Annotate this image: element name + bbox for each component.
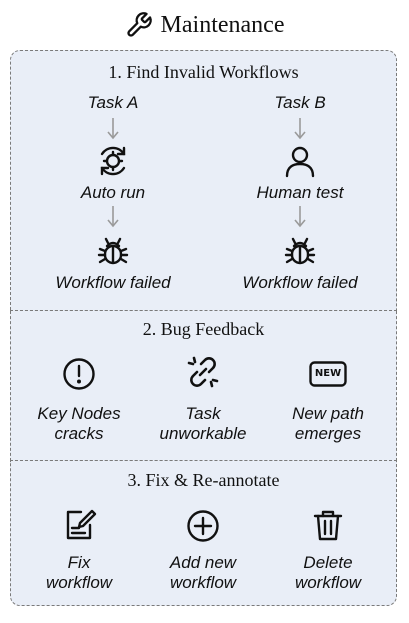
section3-heading: 3. Fix & Re-annotate bbox=[127, 470, 280, 490]
section-find-invalid-workflows: 1. Find Invalid Workflows bbox=[10, 50, 397, 311]
arrow-down-icon bbox=[294, 206, 306, 228]
add-workflow-line2: workflow bbox=[169, 573, 237, 592]
fix-workflow-line1: Fix bbox=[67, 553, 91, 572]
delete-workflow-line1: Delete bbox=[303, 553, 353, 572]
feedback-task-line1: Task bbox=[185, 404, 221, 423]
edit-document-icon bbox=[66, 509, 97, 540]
divider bbox=[10, 460, 397, 461]
wrench-icon bbox=[126, 12, 152, 37]
section1-heading: 1. Find Invalid Workflows bbox=[108, 62, 299, 82]
fix-workflow-line2: workflow bbox=[45, 573, 113, 592]
title-text: Maintenance bbox=[160, 11, 285, 38]
section2-heading: 2. Bug Feedback bbox=[142, 319, 265, 339]
feedback-key-nodes-line1: Key Nodes bbox=[37, 404, 121, 423]
diagram-title: Maintenance bbox=[0, 8, 409, 42]
person-icon bbox=[285, 146, 315, 178]
add-workflow-line1: Add new bbox=[169, 553, 237, 572]
arrow-down-icon bbox=[107, 118, 119, 140]
bug-icon bbox=[284, 237, 316, 265]
feedback-new-path-line2: emerges bbox=[294, 424, 362, 443]
task-a-label: Task A bbox=[87, 93, 139, 112]
task-b-step: Human test bbox=[256, 183, 344, 202]
task-a-result: Workflow failed bbox=[55, 273, 171, 292]
bug-icon bbox=[97, 237, 129, 265]
task-b-label: Task B bbox=[274, 93, 326, 112]
divider bbox=[10, 310, 397, 311]
feedback-new-path-line1: New path bbox=[292, 404, 364, 423]
arrow-down-icon bbox=[107, 206, 119, 228]
task-a-step: Auto run bbox=[80, 183, 146, 202]
task-b-result: Workflow failed bbox=[242, 273, 358, 292]
plus-circle-icon bbox=[187, 510, 219, 542]
new-badge-text: NEW bbox=[314, 368, 342, 379]
new-badge-icon: NEW bbox=[309, 361, 347, 387]
feedback-task-line2: unworkable bbox=[159, 424, 247, 443]
gear-refresh-icon bbox=[100, 146, 126, 176]
broken-link-icon bbox=[187, 356, 219, 388]
delete-workflow-line2: workflow bbox=[294, 573, 362, 592]
arrow-down-icon bbox=[294, 118, 306, 140]
trash-icon bbox=[313, 510, 343, 541]
exclamation-circle-icon bbox=[63, 358, 95, 390]
feedback-key-nodes-line2: cracks bbox=[54, 424, 104, 443]
